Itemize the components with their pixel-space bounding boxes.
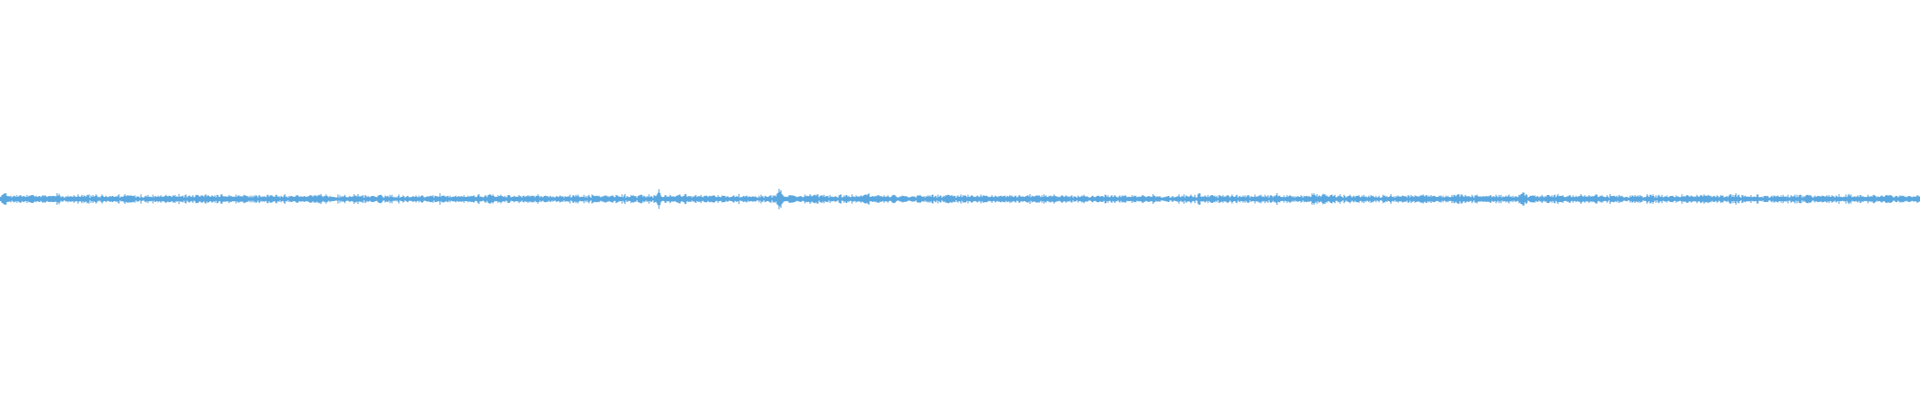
waveform-path: [0, 188, 1920, 210]
